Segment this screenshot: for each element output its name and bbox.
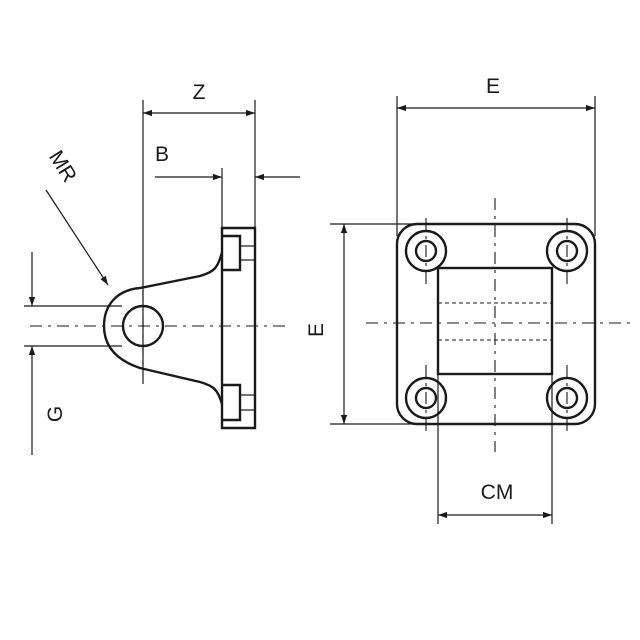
- g-label: G: [44, 406, 67, 422]
- upper-bolt-head: [222, 234, 242, 272]
- e-side-label: E: [305, 323, 328, 337]
- side-view: Z B MR G: [24, 81, 300, 455]
- bolt-hole-top-left: [404, 229, 448, 273]
- center-boss: [436, 266, 554, 376]
- e-top-label: E: [486, 75, 500, 98]
- bolt-hole-top-right: [545, 229, 589, 273]
- lower-bolt-head: [222, 383, 242, 422]
- cm-label: CM: [481, 481, 514, 504]
- front-view: E E CM: [305, 75, 630, 524]
- b-label: B: [155, 143, 169, 166]
- mounting-flange: [220, 226, 257, 430]
- plate-outline: [395, 222, 597, 426]
- z-label: Z: [193, 81, 206, 104]
- mr-label: MR: [44, 147, 81, 187]
- mr-leader: [45, 189, 109, 286]
- bolt-hole-bottom-right: [545, 376, 589, 420]
- bolt-hole-bottom-left: [404, 376, 448, 420]
